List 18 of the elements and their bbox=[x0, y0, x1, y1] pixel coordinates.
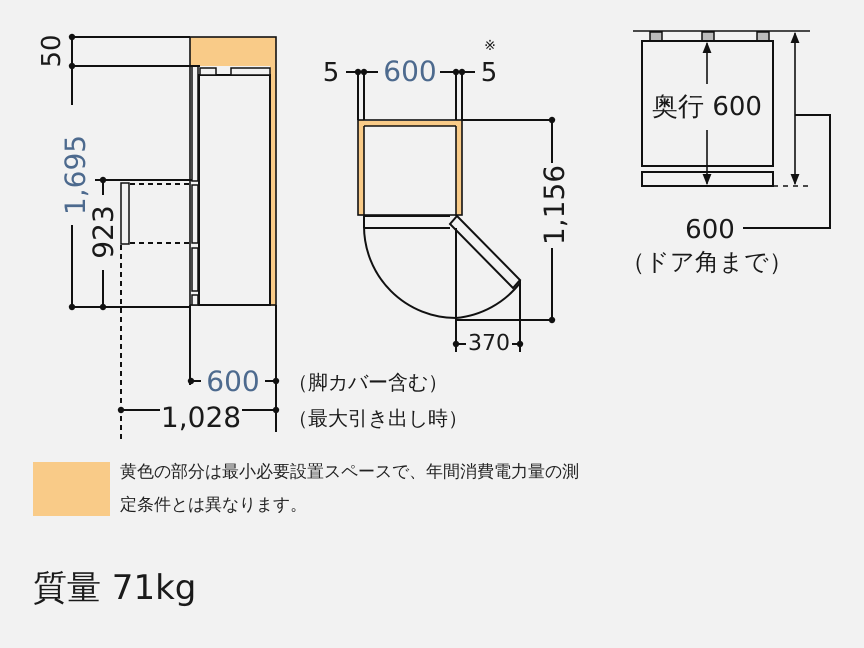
dimension-label: 923 bbox=[90, 205, 118, 259]
dimension-label: （ドア角まで） bbox=[621, 250, 793, 274]
legend-text: 黄色の部分は最小必要設置スペースで、年間消費電力量の測定条件とは異なります。 bbox=[120, 461, 580, 517]
dimension-label: 1,156 bbox=[541, 164, 569, 246]
note-mark: ※ bbox=[484, 39, 496, 53]
dimension-label: 600 bbox=[685, 217, 735, 243]
dimension-label: 50 bbox=[39, 34, 65, 68]
dimension-label: 1,695 bbox=[62, 134, 90, 216]
dimension-label: 奥行 600 bbox=[652, 94, 762, 120]
dimension-label: 5 bbox=[480, 60, 498, 86]
dimension-label: 質量 71kg bbox=[33, 571, 196, 605]
dimension-label: 600 bbox=[206, 368, 260, 396]
dimension-label: 1,028 bbox=[160, 404, 242, 432]
dimension-label: （最大引き出し時） bbox=[288, 408, 468, 428]
dimension-label: （脚カバー含む） bbox=[288, 372, 448, 392]
dimension-label: 600 bbox=[383, 58, 437, 86]
dimension-label: 5 bbox=[322, 60, 340, 86]
dimension-label: 370 bbox=[468, 333, 510, 355]
